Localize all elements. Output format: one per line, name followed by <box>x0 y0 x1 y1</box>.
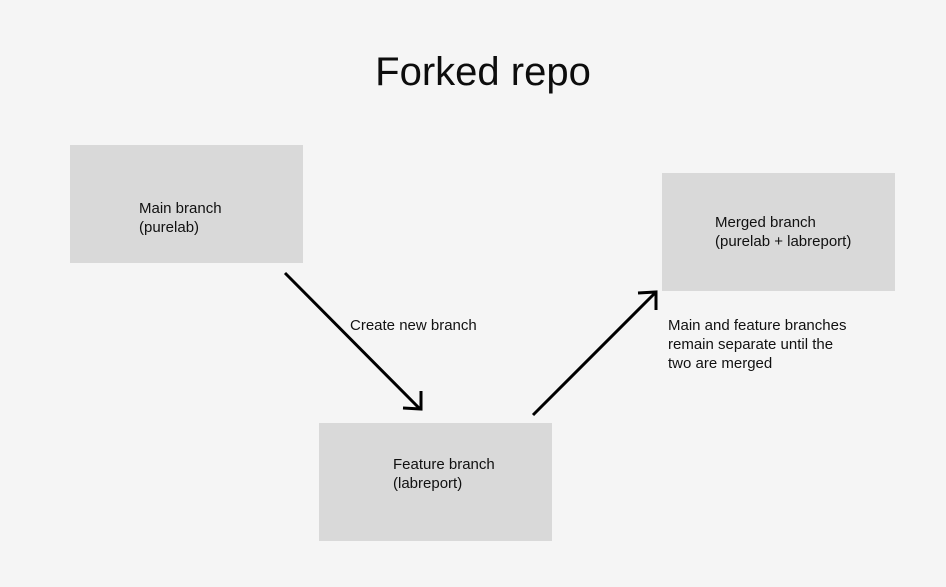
diagram-title: Forked repo <box>375 50 591 94</box>
feature-branch-label: Feature branch (labreport) <box>393 455 495 493</box>
merged-branch-name: Merged branch <box>715 214 816 231</box>
main-branch-name: Main branch <box>139 200 222 217</box>
create-branch-label: Create new branch <box>350 317 477 334</box>
feature-branch-name: Feature branch <box>393 456 495 473</box>
merge-arrow-shaft <box>531 291 657 417</box>
main-branch-repo: (purelab) <box>139 219 200 236</box>
merge-note: Main and feature branches remain separat… <box>668 316 888 373</box>
merge-note-line-3: two are merged <box>668 355 773 372</box>
create-branch-arrowhead <box>402 391 423 411</box>
feature-branch-repo: (labreport) <box>393 475 463 492</box>
merge-note-line-1: Main and feature branches <box>668 317 847 334</box>
merged-branch-label: Merged branch (purelab + labreport) <box>715 213 851 251</box>
merge-note-line-2: remain separate until the <box>668 336 834 353</box>
create-branch-arrow-shaft <box>283 271 422 411</box>
main-branch-label: Main branch (purelab) <box>139 199 222 237</box>
merged-branch-box: Merged branch (purelab + labreport) <box>662 173 895 291</box>
merge-arrow <box>531 290 658 417</box>
merge-arrowhead <box>637 290 658 310</box>
main-branch-box: Main branch (purelab) <box>70 145 303 263</box>
merged-branch-repo: (purelab + labreport) <box>715 233 852 250</box>
feature-branch-box: Feature branch (labreport) <box>319 423 552 541</box>
create-branch-arrow <box>283 271 423 411</box>
